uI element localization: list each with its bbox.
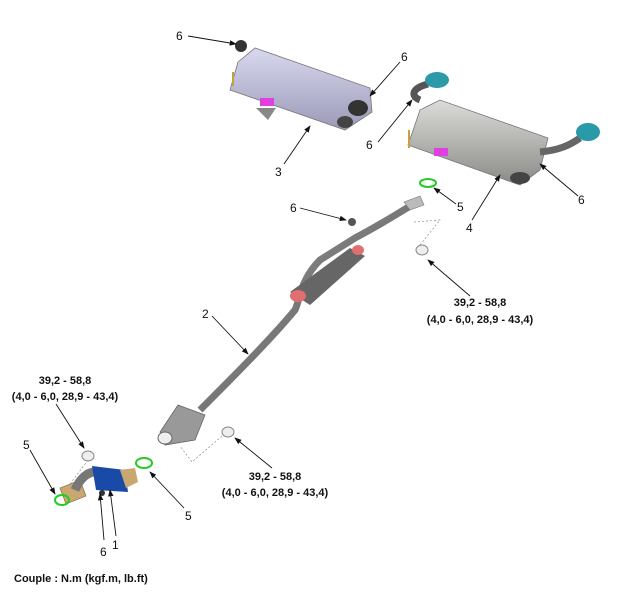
callout-5: 5 [185, 509, 192, 523]
leader-lines [29, 35, 579, 541]
torque-alt: (4,0 - 6,0, 28,9 - 43,4) [427, 314, 534, 326]
callout-6: 6 [366, 138, 373, 152]
callout-6: 6 [176, 29, 183, 43]
torque-alt: (4,0 - 6,0, 28,9 - 43,4) [12, 391, 119, 403]
muffler-4 [407, 72, 600, 188]
callout-1: 1 [112, 538, 119, 552]
nut-bottom [221, 426, 235, 438]
center-pipe-2 [157, 195, 425, 446]
callout-5: 5 [23, 438, 30, 452]
muffler-3 [229, 40, 373, 131]
torque-alt: (4,0 - 6,0, 28,9 - 43,4) [222, 487, 329, 499]
callout-6: 6 [290, 201, 297, 215]
torque-value: 39,2 - 58,8 [249, 471, 302, 483]
torque-value: 39,2 - 58,8 [39, 375, 92, 387]
callout-5: 5 [457, 200, 464, 214]
nut-right [415, 244, 429, 256]
gasket-5-left [54, 494, 70, 506]
callout-2: 2 [202, 307, 209, 321]
callout-3: 3 [275, 165, 282, 179]
front-pipe-1 [59, 466, 138, 505]
callout-6: 6 [401, 50, 408, 64]
gasket-5-front [135, 457, 153, 469]
torque-unit-footer: Couple : N.m (kgf.m, lb.ft) [14, 573, 148, 585]
torque-value: 39,2 - 58,8 [454, 297, 507, 309]
callout-4: 4 [466, 221, 473, 235]
callout-6: 6 [100, 545, 107, 559]
nut-left [81, 450, 95, 462]
callout-6: 6 [578, 193, 585, 207]
